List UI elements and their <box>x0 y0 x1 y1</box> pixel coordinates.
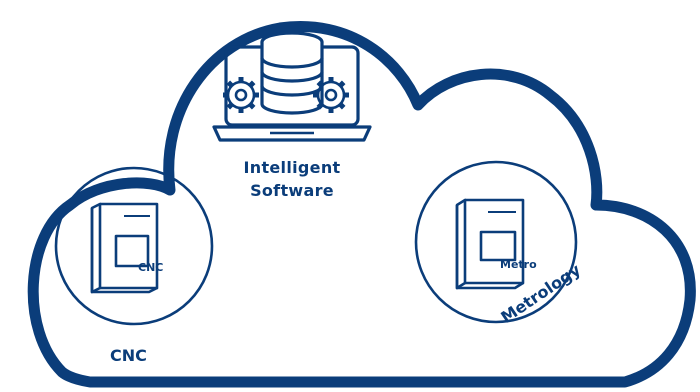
cnc-caption: CNC <box>110 346 147 365</box>
metro-circle <box>414 160 578 324</box>
cnc-machine-icon <box>90 202 159 294</box>
database-icon <box>260 31 324 115</box>
gear-icon <box>223 77 259 113</box>
software-title-line1: Intelligent <box>243 158 341 177</box>
cnc-badge: CNC <box>138 261 164 274</box>
gear-icon <box>313 77 349 113</box>
software-title-line2: Software <box>250 181 334 200</box>
metro-badge: Metro <box>500 258 537 271</box>
cnc-circle <box>54 166 214 326</box>
metrology-machine-icon <box>455 198 525 290</box>
